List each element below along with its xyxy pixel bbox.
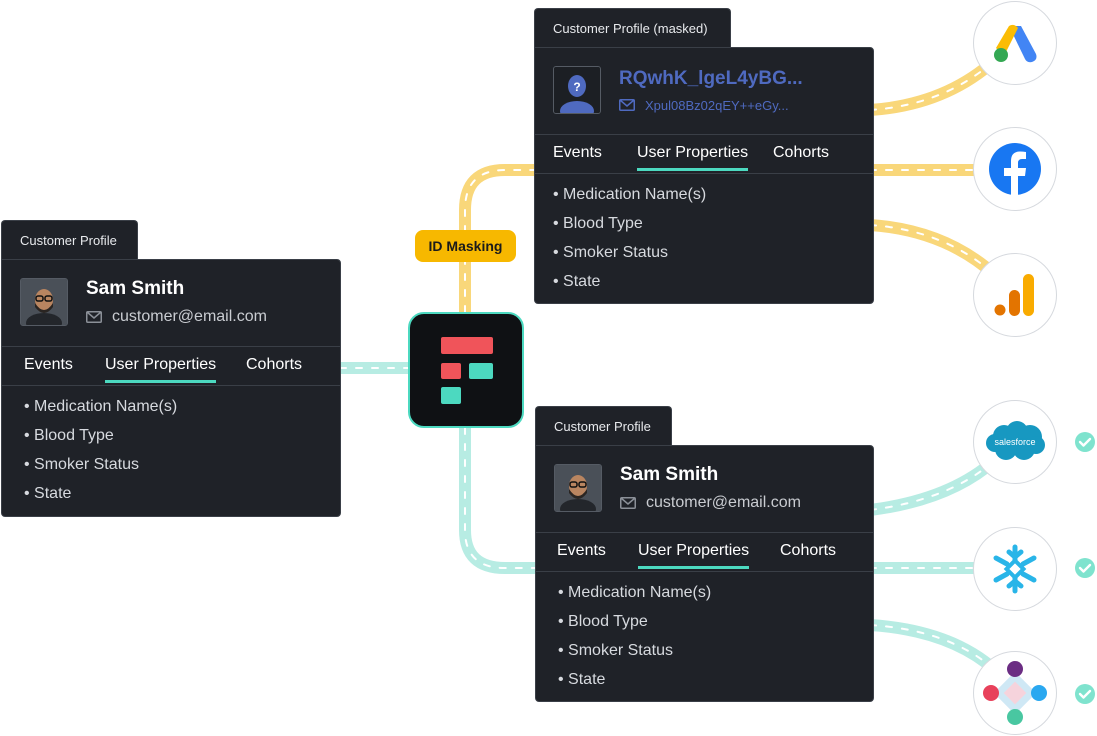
mail-icon	[86, 311, 102, 323]
card-body: Sam Smith customer@email.com Events User…	[535, 445, 874, 702]
salesforce-icon: salesforce	[973, 400, 1057, 484]
list-item: • Blood Type	[24, 427, 114, 444]
card-body: Sam Smith customer@email.com Events User…	[1, 259, 341, 517]
card-tabs: Events User Properties Cohorts	[2, 346, 340, 386]
hub-logo-icon	[408, 312, 524, 428]
card-tabs: Events User Properties Cohorts	[536, 532, 873, 572]
tab-cohorts[interactable]: Cohorts	[773, 144, 830, 161]
list-item: • State	[553, 273, 601, 290]
property-list: • Medication Name(s) • Blood Type • Smok…	[553, 180, 706, 296]
mail-icon	[619, 99, 635, 111]
masked-customer-profile-card: Customer Profile (masked) ? RQwhK_lgeL4y…	[534, 8, 874, 304]
tab-user-properties[interactable]: User Properties	[105, 347, 217, 383]
list-item: • State	[24, 485, 72, 502]
profile-header: Sam Smith customer@email.com	[20, 278, 267, 326]
list-item: • Medication Name(s)	[553, 186, 707, 203]
badge-label: ID Masking	[428, 238, 503, 254]
profile-email: customer@email.com	[646, 494, 801, 511]
profile-name: Sam Smith	[620, 464, 719, 485]
list-item: • Blood Type	[558, 613, 648, 630]
check-circle-icon	[1075, 432, 1095, 452]
bottom-customer-profile-card: Customer Profile Sam Smith	[535, 406, 874, 702]
mail-icon	[620, 497, 636, 509]
tab-cohorts[interactable]: Cohorts	[246, 356, 303, 373]
list-item: • Smoker Status	[553, 244, 668, 261]
profile-header: Sam Smith customer@email.com	[554, 464, 801, 512]
segment-icon	[973, 651, 1057, 735]
property-list: • Medication Name(s) • Blood Type • Smok…	[558, 578, 711, 694]
profile-email-row: customer@email.com	[620, 494, 801, 512]
card-tab-label: Customer Profile (masked)	[553, 21, 708, 36]
google-ads-icon	[973, 1, 1057, 85]
card-tab: Customer Profile (masked)	[534, 8, 731, 48]
facebook-icon	[973, 127, 1057, 211]
snowflake-icon	[973, 527, 1057, 611]
profile-email-row: customer@email.com	[86, 308, 267, 326]
tab-cohorts[interactable]: Cohorts	[780, 542, 837, 559]
check-circle-icon	[1075, 684, 1095, 704]
check-circle-icon	[1075, 558, 1095, 578]
card-tab-label: Customer Profile	[20, 233, 117, 248]
tab-user-properties[interactable]: User Properties	[637, 135, 749, 171]
list-item: • Blood Type	[553, 215, 643, 232]
salesforce-wordmark: salesforce	[994, 437, 1035, 447]
avatar	[554, 464, 602, 512]
card-tabs: Events User Properties Cohorts	[535, 134, 873, 174]
card-tab: Customer Profile	[1, 220, 138, 260]
masked-profile-name: RQwhK_lgeL4yBG...	[619, 67, 803, 89]
tab-user-properties[interactable]: User Properties	[638, 533, 750, 569]
profile-header: ? RQwhK_lgeL4yBG... Xpul08Bz02qEY++eGy..…	[553, 66, 803, 114]
svg-text:?: ?	[573, 80, 580, 94]
list-item: • Smoker Status	[558, 642, 673, 659]
card-body: ? RQwhK_lgeL4yBG... Xpul08Bz02qEY++eGy..…	[534, 47, 874, 304]
list-item: • Medication Name(s)	[24, 398, 178, 415]
masked-avatar: ?	[553, 66, 601, 114]
card-tab: Customer Profile	[535, 406, 672, 446]
profile-email: customer@email.com	[112, 308, 267, 325]
profile-name: Sam Smith	[86, 278, 185, 299]
property-list: • Medication Name(s) • Blood Type • Smok…	[24, 392, 177, 508]
google-analytics-icon	[973, 253, 1057, 337]
list-item: • State	[558, 671, 606, 688]
tab-events[interactable]: Events	[557, 542, 606, 559]
tab-events[interactable]: Events	[24, 356, 73, 373]
masked-profile-email: Xpul08Bz02qEY++eGy...	[645, 97, 789, 113]
list-item: • Medication Name(s)	[558, 584, 712, 601]
list-item: • Smoker Status	[24, 456, 139, 473]
avatar	[20, 278, 68, 326]
tab-events[interactable]: Events	[553, 144, 602, 161]
card-tab-label: Customer Profile	[554, 419, 651, 434]
profile-email-row: Xpul08Bz02qEY++eGy...	[619, 98, 803, 113]
id-masking-badge: ID Masking	[415, 230, 516, 262]
left-customer-profile-card: Customer Profile Sam Smith	[1, 220, 341, 517]
